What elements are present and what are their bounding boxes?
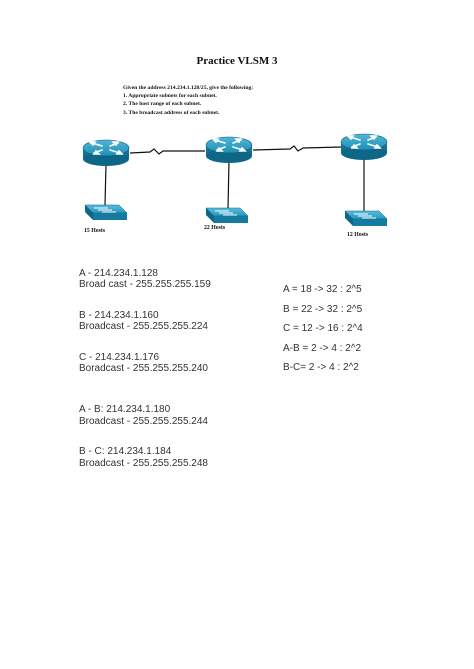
- instructions: Given the address 214.234.1.128/25, give…: [123, 84, 253, 117]
- subnet-line: B - 214.234.1.160: [79, 309, 159, 321]
- subnet-answers: A - 214.234.1.128 Broad cast - 255.255.2…: [79, 268, 211, 469]
- host-label: 22 Hosts: [204, 225, 226, 231]
- serial-link: [129, 148, 205, 155]
- ethernet-link: [104, 163, 107, 206]
- switch-icon: [205, 207, 249, 223]
- calculation-line: A-B = 2 -> 4 : 2^2: [283, 342, 362, 354]
- router-icon: [82, 139, 130, 166]
- network-diagram: [82, 133, 388, 226]
- subnet-line: A - 214.234.1.128: [79, 268, 158, 279]
- answer-block: B - C: 214.234.1.184 Broadcast - 255.255…: [79, 446, 211, 469]
- calculation-line: B-C= 2 -> 4 : 2^2: [283, 362, 359, 373]
- broadcast-line: Boradcast - 255.255.255.240: [79, 363, 208, 375]
- instruction-line: 3. The broadcast address of each subnet.: [123, 109, 220, 116]
- instruction-line: 2. The host range of each subnet.: [123, 101, 202, 108]
- broadcast-line: Broadcast - 255.255.255.248: [79, 457, 208, 469]
- host-label: 12 Hosts: [347, 232, 369, 238]
- host-label: 15 Hosts: [84, 228, 106, 234]
- calculation-line: C = 12 -> 16 : 2^4: [283, 323, 363, 334]
- subnet-line: B - C: 214.234.1.184: [79, 446, 172, 458]
- calculation-line: A = 18 -> 32 : 2^5: [283, 284, 362, 295]
- serial-link: [252, 145, 343, 152]
- broadcast-line: Broadcast - 255.255.255.244: [79, 415, 208, 427]
- subnet-calculations: A = 18 -> 32 : 2^5 B = 22 -> 32 : 2^5 C …: [283, 284, 363, 382]
- instruction-line: Given the address 214.234.1.128/25, give…: [123, 85, 254, 91]
- answer-block: C - 214.234.1.176 Boradcast - 255.255.25…: [79, 352, 211, 375]
- answer-block: B - 214.234.1.160 Broadcast - 255.255.25…: [79, 310, 211, 333]
- router-icon: [340, 133, 388, 160]
- router-icon: [205, 136, 253, 163]
- instruction-line: 1. Appropriate subnets for each subnet.: [123, 93, 217, 100]
- calculation-line: B = 22 -> 32 : 2^5: [283, 303, 363, 315]
- subnet-line: C - 214.234.1.176: [79, 351, 160, 363]
- page-title: Practice VLSM 3: [196, 55, 278, 67]
- answer-block: A - 214.234.1.128 Broad cast - 255.255.2…: [79, 268, 211, 291]
- subnet-line: A - B: 214.234.1.180: [79, 404, 171, 416]
- switch-icon: [84, 204, 128, 220]
- broadcast-line: Broad cast - 255.255.255.159: [79, 279, 211, 291]
- answer-block: A - B: 214.234.1.180 Broadcast - 255.255…: [79, 404, 211, 427]
- ethernet-link: [227, 160, 230, 209]
- switch-icon: [344, 210, 388, 226]
- broadcast-line: Broadcast - 255.255.255.224: [79, 321, 208, 333]
